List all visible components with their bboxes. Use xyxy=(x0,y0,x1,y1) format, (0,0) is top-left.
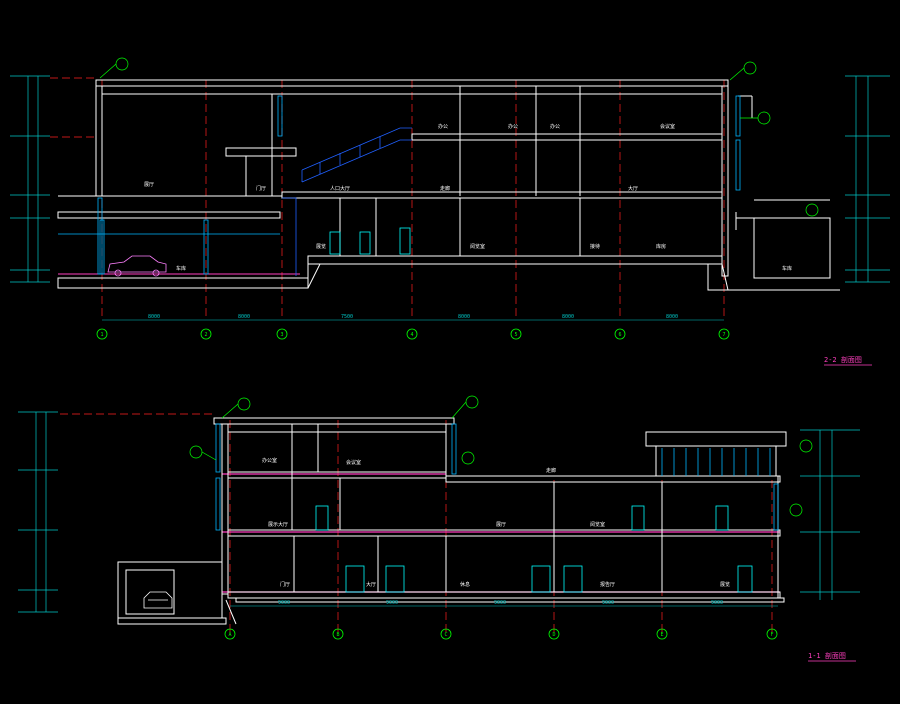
grid-bubble xyxy=(96,328,108,340)
grid-bubble-label: 7 xyxy=(722,332,725,338)
level-ruler-right-top xyxy=(845,75,890,283)
grid-bubble xyxy=(276,328,288,340)
grid-bubble-label: 5 xyxy=(514,332,517,338)
stair-top xyxy=(282,127,412,276)
building-outline-top xyxy=(57,79,840,291)
grid-bubble xyxy=(406,328,418,340)
room-label: 大厅 xyxy=(366,581,376,588)
grid-axis-bubbles-bottom: A B C D E F xyxy=(224,628,778,640)
section-callouts-bottom xyxy=(189,395,813,517)
dimension-text: 8000 xyxy=(562,314,574,320)
room-label: 走廊 xyxy=(546,467,556,474)
grid-bubble xyxy=(656,628,668,640)
room-label: 展厅 xyxy=(144,182,154,188)
room-label: 门厅 xyxy=(256,185,266,192)
section-2-2: 展厅 门厅 人口大厅 走廊 办公 办公 办公 会议室 大厅 展览 阅览室 接待 … xyxy=(10,57,890,366)
grid-axis-bubbles-top: 1 2 3 4 5 6 7 xyxy=(96,328,730,340)
grid-bubble xyxy=(510,328,522,340)
room-label: 走廊 xyxy=(440,185,450,192)
drawing-title-1-1: 1-1 剖面图 xyxy=(808,651,846,660)
grid-bubble xyxy=(332,628,344,640)
room-label: 展览 xyxy=(720,581,730,588)
grid-bubble-label: F xyxy=(770,632,773,638)
grid-bubble-label: A xyxy=(228,632,231,638)
grid-bubble-label: 6 xyxy=(618,332,621,338)
room-label: 车库 xyxy=(176,265,186,272)
grid-bubble xyxy=(224,628,236,640)
grid-bubble-label: D xyxy=(552,632,555,638)
room-label: 大厅 xyxy=(628,185,638,192)
grid-bubble-label: B xyxy=(336,632,339,638)
grid-bubble-label: E xyxy=(660,632,663,638)
room-labels-top: 展厅 门厅 人口大厅 走廊 办公 办公 办公 会议室 大厅 展览 阅览室 接待 … xyxy=(144,123,792,272)
dimension-texts-top: 8000 8000 7500 8000 8000 8000 xyxy=(148,314,678,320)
grid-bubble xyxy=(548,628,560,640)
doors-top xyxy=(329,227,411,255)
dimension-text: 7500 xyxy=(341,314,353,320)
grid-bubble xyxy=(766,628,778,640)
windows-top xyxy=(58,95,741,275)
dimension-text: 8000 xyxy=(458,314,470,320)
doors-bottom xyxy=(315,505,753,593)
room-label: 会议室 xyxy=(346,459,361,466)
dimension-text: 8000 xyxy=(238,314,250,320)
room-label: 阅览室 xyxy=(470,243,485,250)
dimension-texts-bottom: 9000 9000 9000 9000 9000 xyxy=(278,600,723,606)
section-1-1: 办公室 会议室 走廊 展示大厅 展厅 阅览室 门厅 大厅 休息 报告厅 展览 A… xyxy=(18,395,860,662)
section-callouts-top xyxy=(99,57,819,217)
room-label: 人口大厅 xyxy=(330,185,350,192)
grid-bubble xyxy=(200,328,212,340)
grid-bubble-label: 4 xyxy=(410,332,413,338)
grid-bubble xyxy=(614,328,626,340)
level-ruler-right-bottom xyxy=(800,429,860,600)
room-label: 展览 xyxy=(316,243,326,250)
room-label: 办公室 xyxy=(262,457,277,464)
grid-bubble xyxy=(718,328,730,340)
room-label: 办公 xyxy=(438,123,448,130)
grid-bubble-label: 3 xyxy=(280,332,283,338)
room-label: 会议室 xyxy=(660,123,675,130)
room-label: 接待 xyxy=(590,243,600,250)
room-label: 报告厅 xyxy=(600,581,615,588)
room-label: 办公 xyxy=(508,123,518,130)
grid-bubble xyxy=(440,628,452,640)
room-label: 库房 xyxy=(656,243,666,250)
dimension-text: 9000 xyxy=(278,600,290,606)
room-labels-bottom: 办公室 会议室 走廊 展示大厅 展厅 阅览室 门厅 大厅 休息 报告厅 展览 xyxy=(262,457,730,588)
grid-bubble-label: 2 xyxy=(204,332,207,338)
dimension-text: 8000 xyxy=(148,314,160,320)
building-outline-bottom xyxy=(117,417,787,625)
room-label: 阅览室 xyxy=(590,521,605,528)
dimension-text: 9000 xyxy=(494,600,506,606)
drawing-title-2-2: 2-2 剖面图 xyxy=(824,355,862,364)
dimension-text: 9000 xyxy=(386,600,398,606)
room-label: 车库 xyxy=(782,265,792,272)
car-icon xyxy=(107,255,167,277)
dimension-text: 9000 xyxy=(602,600,614,606)
grid-bubble-label: 1 xyxy=(100,332,103,338)
room-label: 休息 xyxy=(460,581,470,588)
room-label: 办公 xyxy=(550,123,560,130)
dimension-text: 9000 xyxy=(711,600,723,606)
room-label: 门厅 xyxy=(280,581,290,588)
windows-bottom xyxy=(215,423,779,531)
car-icon-garage xyxy=(143,591,173,609)
dimension-text: 8000 xyxy=(666,314,678,320)
room-label: 展示大厅 xyxy=(268,521,288,528)
room-label: 展厅 xyxy=(496,522,506,528)
grid-bubble-label: C xyxy=(444,632,447,638)
level-ruler-left-top xyxy=(10,75,50,283)
level-ruler-left-bottom xyxy=(18,411,58,613)
